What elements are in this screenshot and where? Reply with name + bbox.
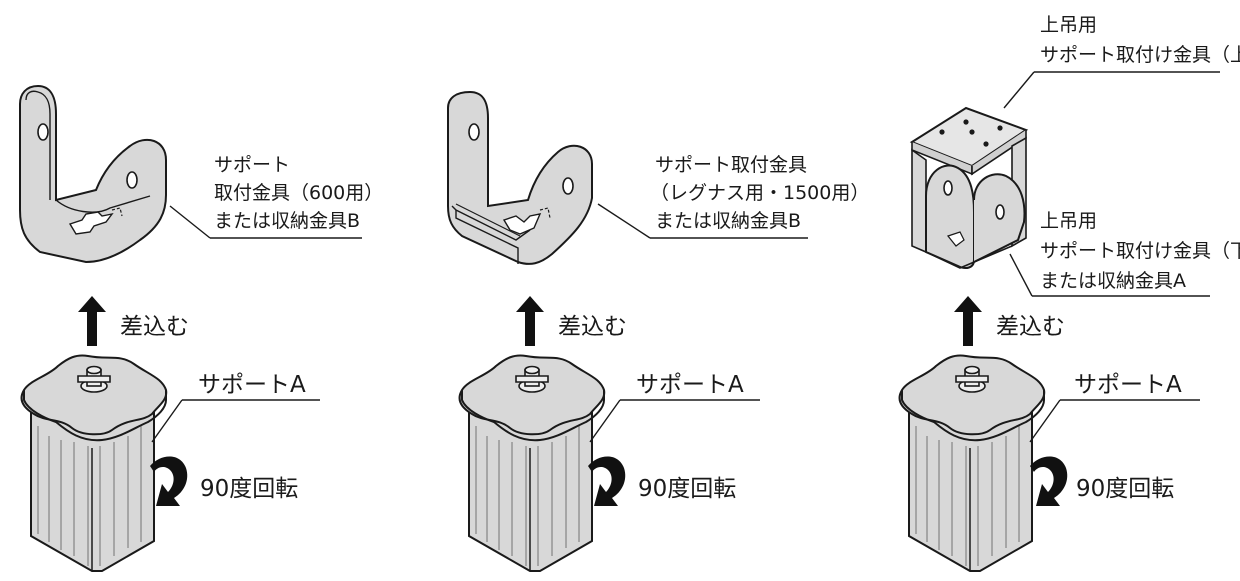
bracket-label-2-line-1: サポート取付金具 bbox=[655, 154, 808, 176]
rotate-label-3: 90度回転 bbox=[1076, 476, 1175, 502]
rotate-arrow-2 bbox=[588, 456, 626, 506]
rotate-label-2: 90度回転 bbox=[638, 476, 737, 502]
insert-label-2: 差込む bbox=[558, 314, 627, 340]
support-bracket-1500 bbox=[447, 90, 593, 265]
bracket-label-3-line-2: サポート取付け金具（下） bbox=[1040, 240, 1240, 262]
panel-3 bbox=[898, 71, 1220, 572]
insert-arrow-3 bbox=[954, 296, 982, 346]
insert-arrow-2 bbox=[516, 296, 544, 346]
leader-bracket-2 bbox=[597, 203, 651, 239]
support-label-1: サポートA bbox=[198, 372, 306, 398]
insert-label-1: 差込む bbox=[120, 314, 189, 340]
leader-bracket-3 bbox=[1009, 253, 1033, 297]
support-label-2: サポートA bbox=[636, 372, 744, 398]
insert-arrow-1 bbox=[78, 296, 106, 346]
support-label-3: サポートA bbox=[1074, 372, 1182, 398]
leader-bracket-1 bbox=[169, 205, 211, 239]
support-post-a-1 bbox=[20, 354, 168, 572]
support-post-a-2 bbox=[458, 354, 606, 572]
leader-post-3 bbox=[1029, 399, 1061, 443]
hanging-bracket-upper bbox=[909, 106, 1029, 254]
bracket-label-1-line-1: サポート bbox=[214, 154, 291, 176]
leader-post-1 bbox=[151, 399, 183, 443]
bracket-label-1-line-3: または収納金具B bbox=[214, 210, 361, 232]
bracket-label-2-line-2: （レグナス用・1500用） bbox=[650, 182, 870, 204]
leader-post-2 bbox=[589, 399, 621, 443]
bracket-label-3-line-3: または収納金具A bbox=[1040, 270, 1186, 292]
support-post-a-3 bbox=[898, 354, 1046, 572]
leader-top-bracket bbox=[1003, 71, 1035, 109]
bracket-label-1-line-2: 取付金具（600用） bbox=[214, 182, 384, 204]
support-bracket-600 bbox=[19, 84, 167, 264]
top-bracket-label-line-1: 上吊用 bbox=[1040, 14, 1098, 36]
insert-label-3: 差込む bbox=[996, 314, 1065, 340]
panel-2 bbox=[447, 90, 808, 572]
rotate-arrow-3 bbox=[1030, 456, 1068, 506]
top-bracket-label-line-2: サポート取付け金具（上） bbox=[1040, 44, 1240, 66]
bracket-label-2-line-3: または収納金具B bbox=[655, 210, 802, 232]
bracket-label-3-line-1: 上吊用 bbox=[1040, 210, 1098, 232]
hanging-bracket-lower bbox=[925, 164, 1026, 269]
rotate-label-1: 90度回転 bbox=[200, 476, 299, 502]
rotate-arrow-1 bbox=[150, 456, 188, 506]
panel-1 bbox=[19, 84, 362, 572]
